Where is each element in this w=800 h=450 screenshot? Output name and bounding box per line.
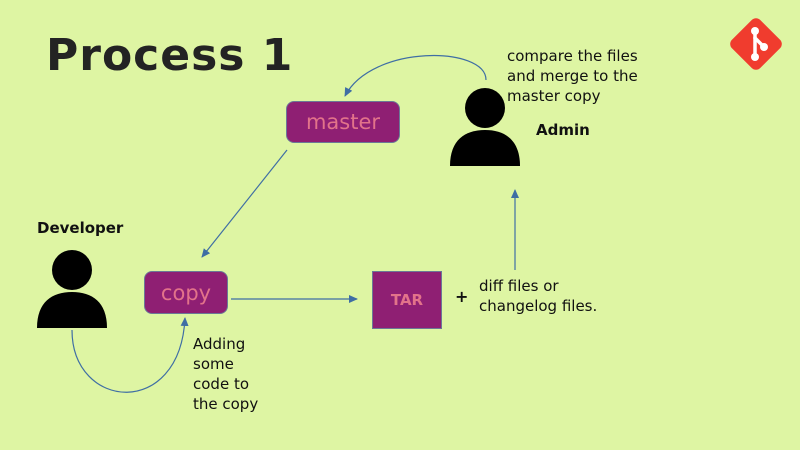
diff-note-line: changelog files. [479, 297, 598, 315]
admin-label: Admin [536, 121, 590, 139]
copy-note-line: some [193, 355, 234, 373]
admin-person-icon [450, 88, 520, 166]
tar-label: TAR [390, 291, 424, 309]
page-title: Process 1 [46, 30, 294, 81]
copy-label: copy [160, 280, 212, 305]
arrow-admin-to-master [344, 54, 487, 97]
admin-note-line: and merge to the [507, 67, 638, 85]
master-label: master [305, 110, 381, 134]
admin-note-line: master copy [507, 87, 601, 105]
admin-note: compare the files and merge to the maste… [507, 46, 707, 106]
admin-note-line: compare the files [507, 47, 638, 65]
git-logo-icon [730, 18, 782, 70]
copy-note-line: the copy [193, 395, 259, 413]
arrow-developer-to-copy [71, 317, 189, 393]
tar-box: TAR [372, 271, 442, 329]
copy-note-line: Adding [193, 335, 246, 353]
copy-note-line: code to [193, 375, 250, 393]
diff-note-line: diff files or [479, 277, 559, 295]
arrow-master-to-copy [201, 149, 288, 258]
plus-sign: + [455, 287, 469, 306]
master-box: master [286, 101, 400, 143]
copy-box: copy [144, 271, 228, 314]
copy-note: Adding some code to the copy [193, 334, 303, 414]
diff-note: diff files or changelog files. [479, 276, 679, 316]
developer-label: Developer [37, 219, 124, 237]
developer-person-icon [37, 250, 107, 328]
